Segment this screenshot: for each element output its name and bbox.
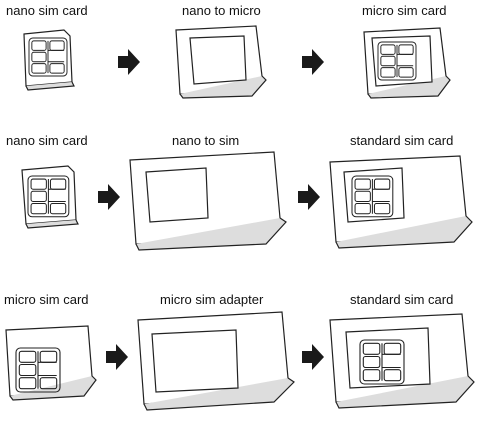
row1-micro-sim-icon: [363, 27, 451, 99]
row3-standard-sim-icon: [329, 313, 475, 409]
row2-arrow2-icon: [298, 184, 320, 210]
row2-arrow1-icon: [98, 184, 120, 210]
row3-micro-sim-adapter-icon: [137, 311, 295, 411]
row3-arrow1-icon: [106, 344, 128, 370]
row3-step3-label: standard sim card: [350, 292, 454, 307]
row2-standard-sim-icon: [329, 155, 473, 249]
row1-nano-sim-icon: [23, 29, 75, 91]
row3-micro-sim-icon: [5, 325, 97, 401]
row3-arrow2-icon: [302, 344, 324, 370]
row2-step1-label: nano sim card: [6, 133, 88, 148]
row2-step3-label: standard sim card: [350, 133, 454, 148]
row1-step1-label: nano sim card: [6, 3, 88, 18]
row2-nano-to-sim-adapter-icon: [129, 151, 287, 251]
row1-step3-label: micro sim card: [362, 3, 447, 18]
row1-arrow1-icon: [118, 49, 140, 75]
row1-nano-to-micro-adapter-icon: [175, 25, 267, 99]
row1-arrow2-icon: [302, 49, 324, 75]
row2-nano-sim-icon: [21, 165, 79, 229]
row1-step2-label: nano to micro: [182, 3, 261, 18]
row2-step2-label: nano to sim: [172, 133, 240, 148]
row3-step1-label: micro sim card: [4, 292, 89, 307]
row3-step2-label: micro sim adapter: [160, 292, 264, 307]
